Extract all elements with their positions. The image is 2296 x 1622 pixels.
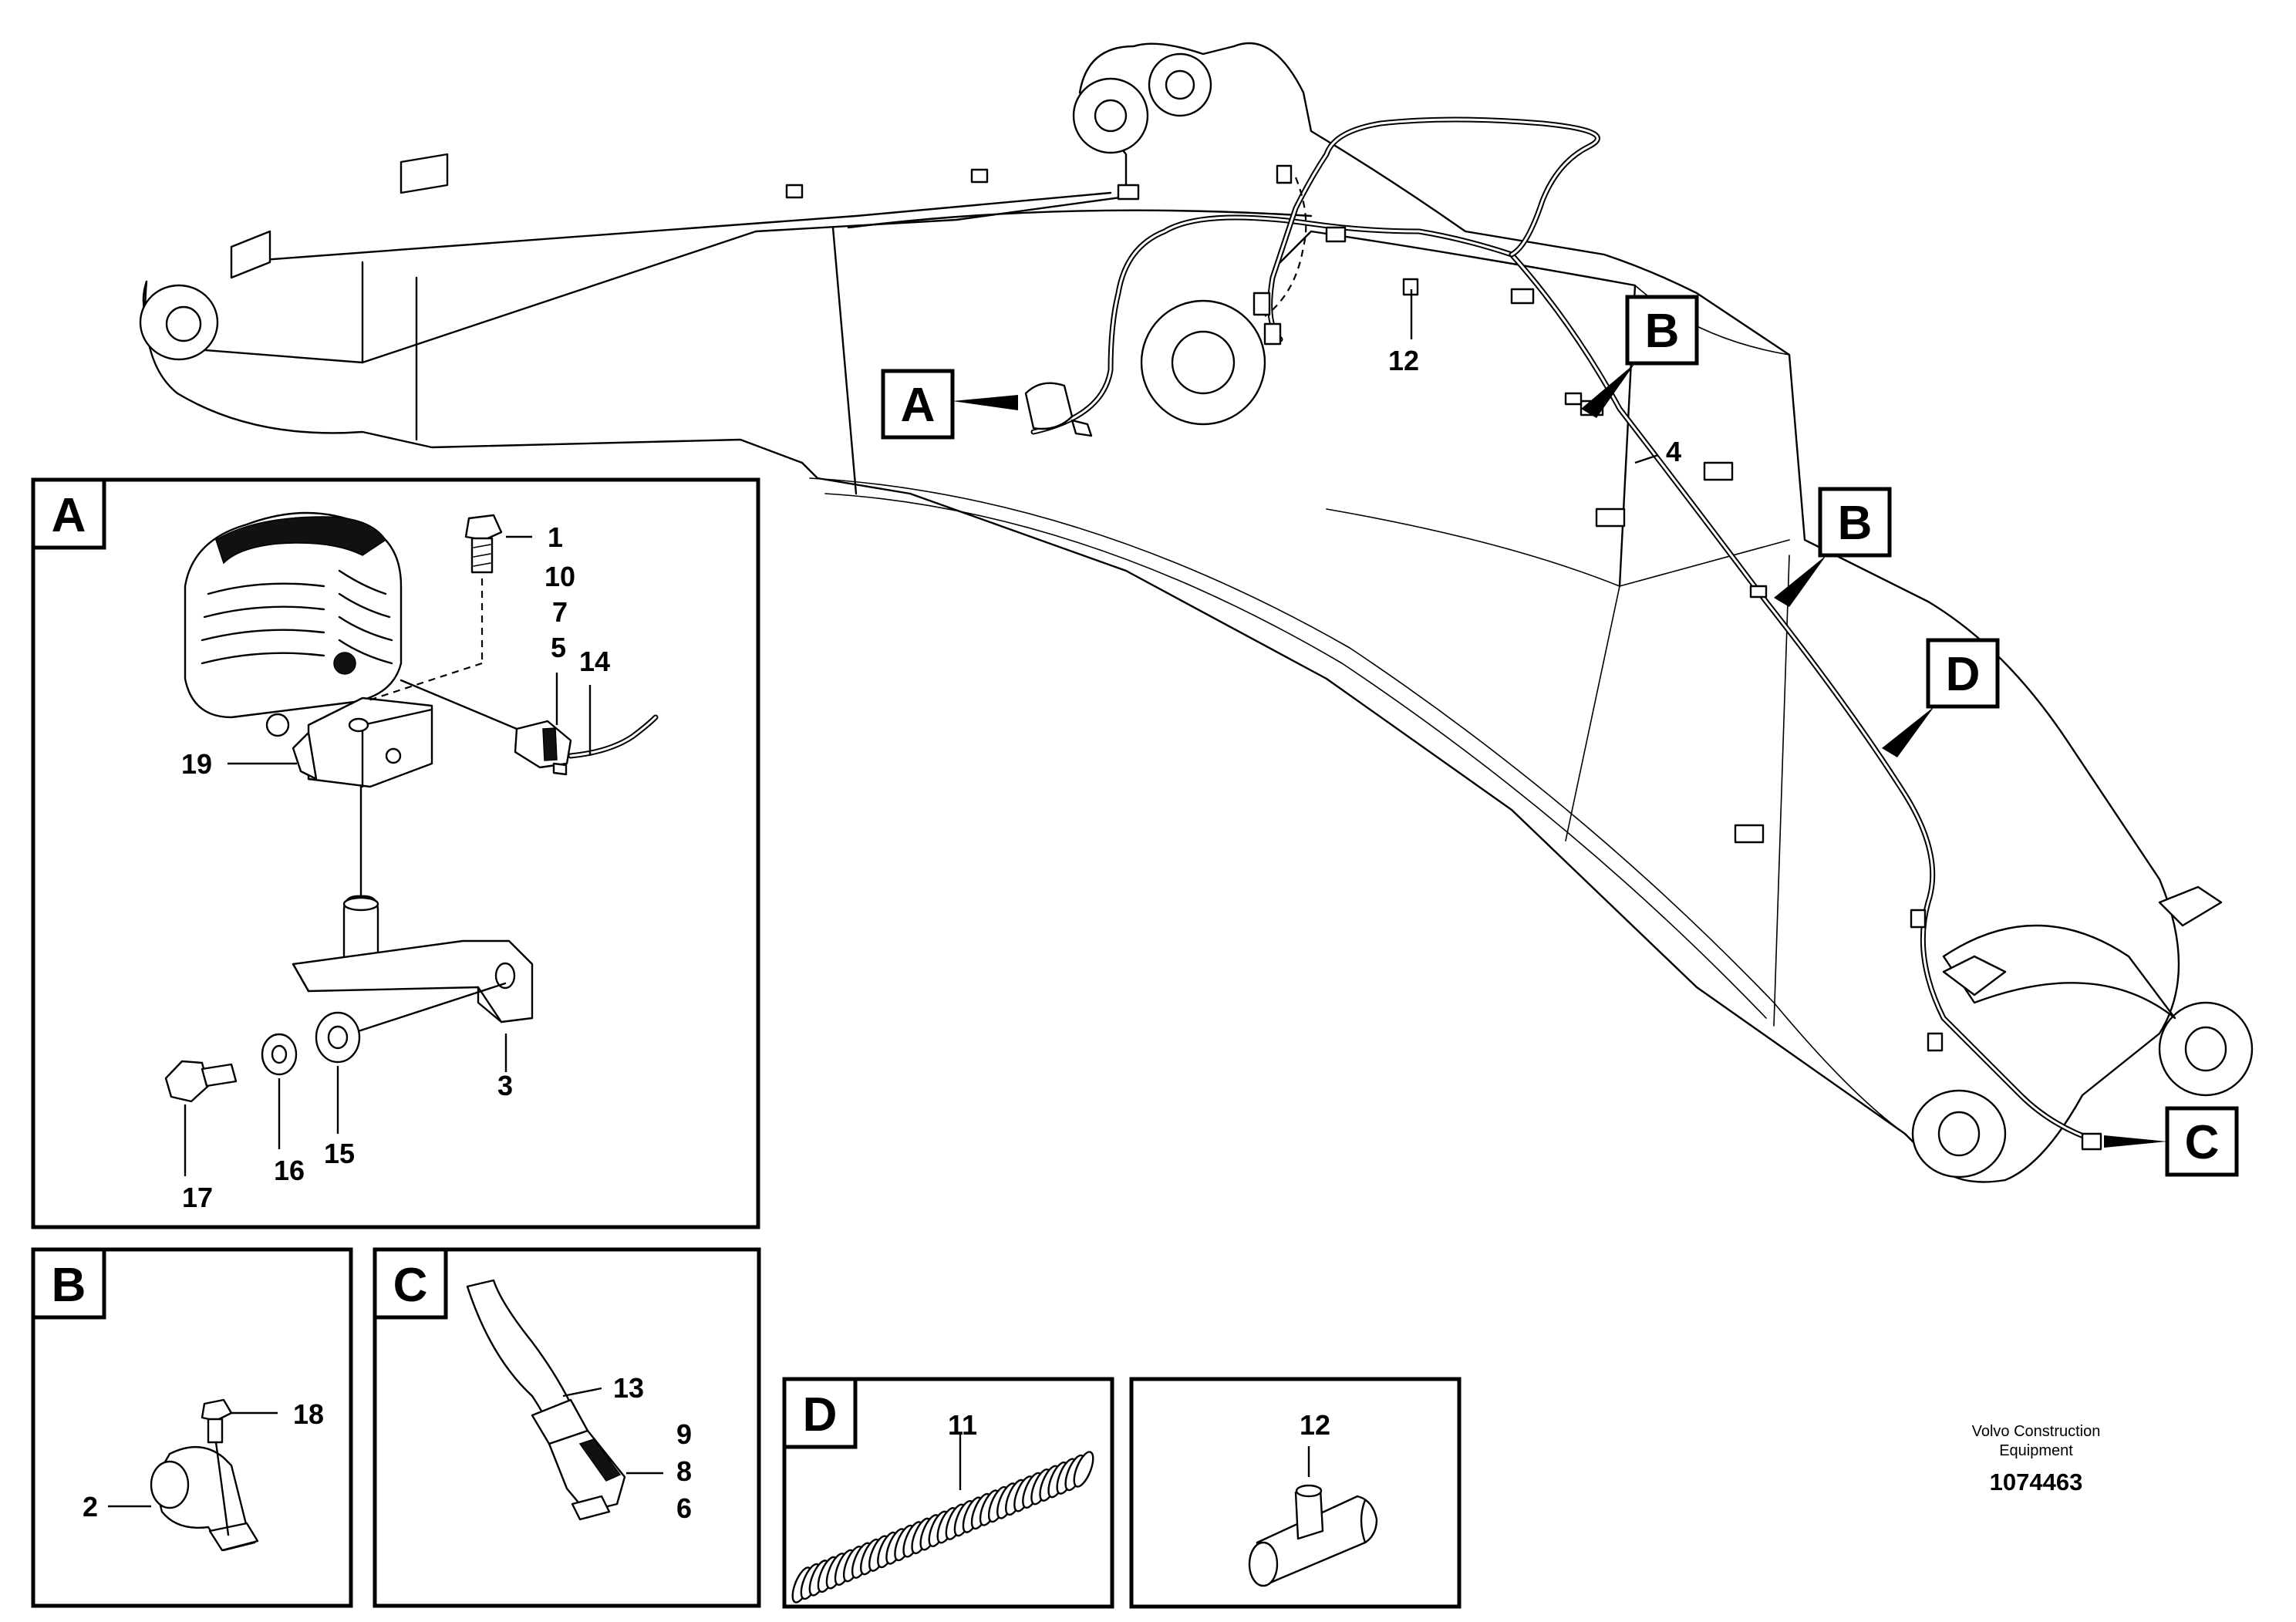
callout-tag-b-upper — [1625, 295, 1699, 366]
panel-a-part-16: 16 — [274, 1155, 305, 1186]
bracket-icon — [292, 895, 534, 1023]
boom-callouts: A B B D C 12 4 — [881, 289, 2239, 1177]
work-lamp-icon — [184, 511, 403, 737]
detail-panel-d: D 11 — [782, 1377, 1114, 1609]
panel-c-part-8: 8 — [676, 1455, 692, 1487]
panel-a-part-19: 19 — [181, 748, 212, 780]
callout-tag-b-lower — [1818, 487, 1892, 558]
detail-panel-b: B 18 2 — [31, 1247, 353, 1608]
callout-label-a: A — [901, 379, 936, 432]
boom-harness — [1024, 116, 2102, 1151]
tee-connector-icon — [1248, 1484, 1378, 1587]
callout-tag-a — [881, 369, 955, 440]
callout-label-b-upper: B — [1645, 305, 1680, 358]
connector-icon — [466, 1279, 626, 1521]
detail-panel-a: A 19 — [31, 477, 760, 1229]
screw-icon — [464, 514, 503, 574]
callout-label-c: C — [2185, 1116, 2220, 1169]
brand-line-2: Equipment — [1999, 1442, 2073, 1459]
panel-a-part-10: 10 — [544, 561, 575, 592]
panel-12-part-12: 12 — [1300, 1409, 1330, 1441]
corrugated-rib — [1073, 1451, 1094, 1488]
clamp-icon — [150, 1398, 259, 1552]
detail-panel-c: C 13 9 8 6 — [373, 1247, 761, 1608]
panel-a-part-5: 5 — [551, 632, 566, 663]
panel-d-part-11: 11 — [948, 1409, 977, 1441]
panel-b-part-2: 2 — [83, 1491, 98, 1523]
panel-b-label: B — [52, 1259, 86, 1312]
panel-a-part-3: 3 — [497, 1070, 513, 1101]
panel-a-label: A — [52, 489, 86, 542]
panel-d-label: D — [803, 1388, 838, 1442]
bolt-icon — [164, 1060, 238, 1103]
detail-panel-12: 12 — [1129, 1377, 1462, 1609]
panel-a-part-17: 17 — [182, 1182, 213, 1213]
callout-label-b-lower: B — [1838, 497, 1873, 550]
panel-a-part-15: 15 — [324, 1138, 355, 1169]
boom-part-12: 12 — [1388, 345, 1419, 376]
brand-line-1: Volvo Construction — [1972, 1423, 2101, 1440]
panel-c-part-9: 9 — [676, 1418, 692, 1450]
corrugated-tube-icon — [791, 1451, 1094, 1603]
boom-part-4: 4 — [1666, 436, 1681, 467]
callout-tag-c — [2165, 1106, 2239, 1177]
panel-c-label: C — [393, 1259, 428, 1312]
panel-a-part-7: 7 — [552, 596, 568, 628]
panel-b-part-18: 18 — [293, 1398, 324, 1430]
footer-block: Volvo Construction Equipment 1074463 — [1972, 1423, 2101, 1496]
callout-label-d: D — [1946, 648, 1981, 701]
drawing-number: 1074463 — [1990, 1469, 2083, 1496]
panel-c-part-6: 6 — [676, 1492, 692, 1524]
callout-tag-d — [1926, 638, 2000, 709]
panel-c-part-13: 13 — [613, 1372, 644, 1404]
panel-a-part-14: 14 — [579, 646, 610, 677]
panel-a-part-1: 1 — [548, 521, 563, 553]
